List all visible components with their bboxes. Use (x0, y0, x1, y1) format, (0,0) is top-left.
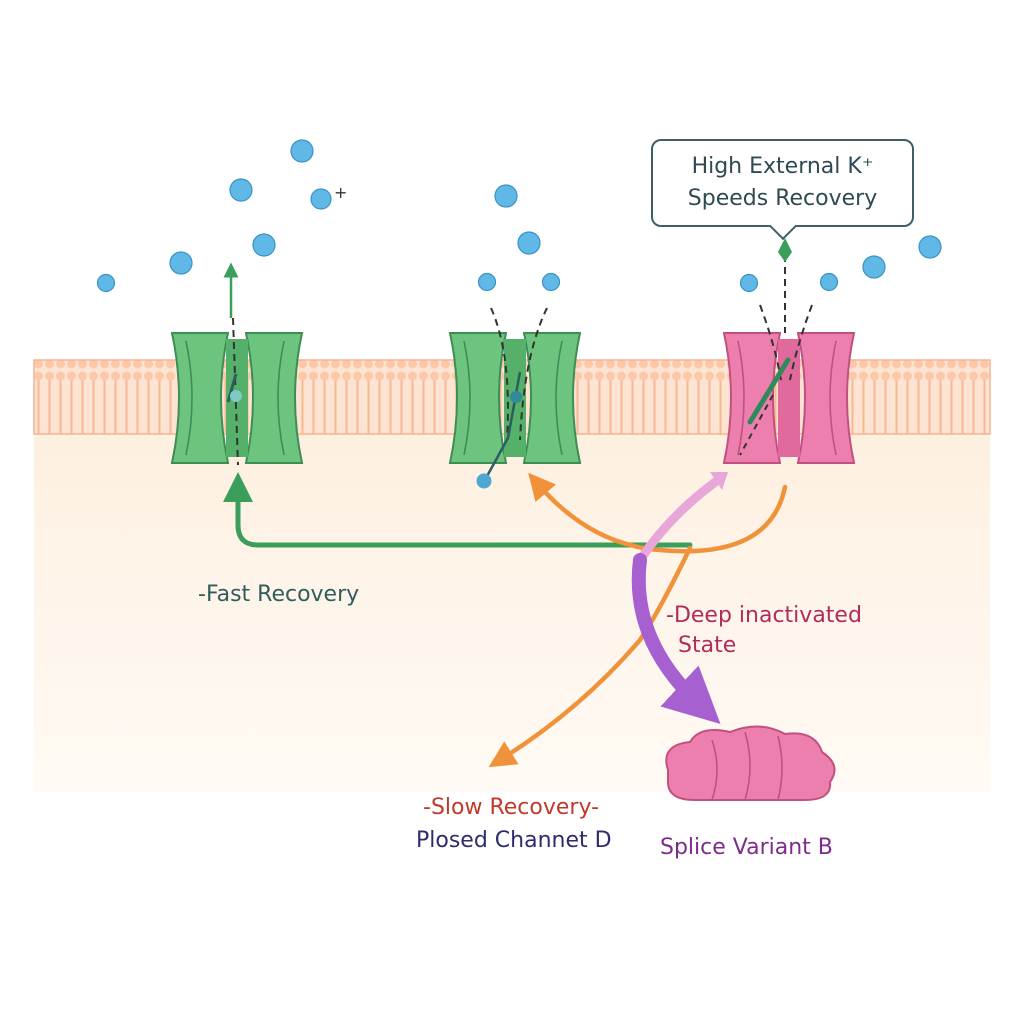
ion-plus-sign: + (334, 183, 348, 202)
protein-icon (665, 725, 836, 801)
extracellular-ions (96, 139, 942, 293)
deep-inactivated-bullet-icon: - (666, 603, 674, 628)
ion-channel-icon (722, 332, 856, 464)
callout-line-1: High External K⁺ (691, 154, 874, 180)
ion-icon (541, 272, 561, 292)
ion-icon (96, 273, 116, 293)
ion-icon (739, 273, 759, 293)
fast-recovery-arrow (223, 472, 693, 548)
ion-icon (229, 178, 253, 202)
slow-recovery-bullet-icon: - (423, 795, 431, 820)
up-arrow-icon (778, 238, 792, 262)
slow-recovery-arrow-upper (528, 472, 788, 554)
deep-inactivation-arrow (631, 553, 721, 725)
callout-line-2: Speeds Recovery (687, 186, 878, 211)
ion-icon (918, 235, 942, 259)
ion-icon (494, 184, 518, 208)
ion-icon (862, 255, 886, 279)
gate-icon (747, 357, 791, 425)
ion-path-line (789, 304, 813, 381)
ion-path-line (759, 304, 782, 381)
pink-arrowhead-icon (710, 472, 728, 490)
slow-recovery-label: -Slow Recovery- (423, 795, 600, 820)
ion-icon (517, 231, 541, 255)
ion-icon (819, 272, 839, 292)
closed-channel-label: Plosed Channet D (416, 828, 612, 853)
ion-icon (310, 188, 332, 210)
ion-icon (510, 391, 522, 403)
deep-inactivated-label: -Deep inactivated State (666, 603, 862, 658)
fast-recovery-bullet-icon: - (198, 582, 206, 607)
ion-icon (290, 139, 314, 163)
gate-icon (226, 373, 238, 403)
pink-transition-arrow (635, 475, 723, 565)
callout-box: High External K⁺ Speeds Recovery (651, 139, 914, 227)
ion-path-line (519, 307, 548, 441)
splice-variant-label: Splice Variant B (660, 835, 833, 860)
ion-icon (252, 233, 276, 257)
slow-recovery-bullet-icon: - (591, 795, 600, 820)
ion-path-line (739, 394, 774, 456)
slow-recovery-arrow-lower (488, 545, 693, 768)
fast-recovery-label: -Fast Recovery (198, 582, 360, 607)
ion-icon (169, 251, 193, 275)
ion-icon (230, 390, 242, 402)
cytoplasm-region (34, 432, 990, 792)
ion-icon (477, 272, 497, 292)
ion-icon (476, 473, 492, 489)
